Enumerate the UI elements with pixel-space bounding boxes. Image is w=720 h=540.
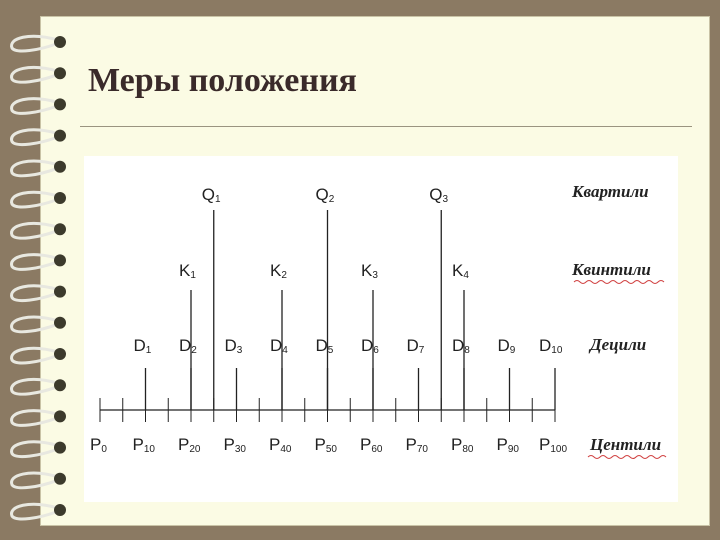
- binding-hole: [54, 316, 66, 329]
- binding-hole: [54, 504, 66, 516]
- centile-label: P40: [269, 435, 292, 455]
- spiral-ring: [10, 409, 59, 427]
- centile-label: P30: [224, 435, 247, 455]
- spiral-ring: [10, 66, 59, 84]
- decile-label: D1: [134, 336, 152, 356]
- spiral-ring: [10, 502, 59, 521]
- centile-label: P100: [539, 435, 567, 455]
- spellcheck-underline: [573, 280, 665, 284]
- binding-hole: [54, 129, 66, 142]
- spiral-ring: [10, 471, 59, 490]
- centile-label: P20: [178, 435, 201, 455]
- spiral-ring: [10, 378, 59, 396]
- binding-hole: [54, 192, 66, 204]
- row-label-quartiles: Квартили: [571, 182, 649, 201]
- decile-label: D4: [270, 336, 288, 356]
- decile-label: D7: [407, 336, 425, 356]
- binding-hole: [54, 348, 66, 360]
- decile-label: D2: [179, 336, 197, 356]
- quartile-label: Q3: [429, 185, 448, 205]
- title-divider: [80, 126, 692, 127]
- binding-hole: [54, 410, 66, 423]
- centile-label: P90: [497, 435, 520, 455]
- quintile-label: K3: [361, 261, 378, 281]
- binding-hole: [54, 223, 66, 236]
- row-label-centiles: Центили: [589, 435, 661, 454]
- centile-label: P50: [315, 435, 338, 455]
- centile-label: P10: [133, 435, 156, 455]
- decile-label: D6: [361, 336, 379, 356]
- quintile-label: K4: [452, 261, 469, 281]
- binding-hole: [54, 441, 66, 454]
- binding-hole: [54, 254, 66, 267]
- spiral-ring: [10, 284, 59, 303]
- binding-hole: [54, 67, 66, 80]
- page-title: Меры положения: [88, 62, 357, 99]
- diagram-panel: [84, 156, 678, 502]
- binding-hole: [54, 379, 66, 392]
- decile-label: D9: [498, 336, 516, 356]
- decile-label: D5: [316, 336, 334, 356]
- binding-hole: [54, 160, 66, 173]
- binding-hole: [54, 285, 66, 298]
- spiral-ring: [10, 346, 59, 365]
- decile-label: D8: [452, 336, 470, 356]
- quartile-label: Q1: [202, 185, 221, 205]
- spiral-ring: [10, 159, 59, 178]
- decile-label: D3: [225, 336, 243, 356]
- spiral-ring: [10, 315, 59, 334]
- binding-hole: [54, 472, 66, 485]
- spiral-ring: [10, 440, 59, 459]
- spiral-ring: [10, 34, 59, 53]
- binding-hole: [54, 36, 66, 48]
- spellcheck-underline: [587, 455, 667, 459]
- spiral-ring: [10, 253, 59, 271]
- binding-hole: [54, 98, 66, 111]
- quartile-label: Q2: [316, 185, 335, 205]
- spiral-ring: [10, 128, 59, 147]
- centile-label: P80: [451, 435, 474, 455]
- decile-label: D10: [539, 336, 563, 356]
- spiral-rings-icon: [10, 34, 66, 521]
- row-label-deciles: Децили: [588, 335, 646, 354]
- spiral-ring: [10, 190, 59, 209]
- spiral-ring: [10, 222, 59, 240]
- spiral-ring: [10, 97, 59, 115]
- centile-label: P0: [90, 435, 107, 455]
- row-label-quintiles: Квинтили: [571, 260, 651, 279]
- centile-label: P60: [360, 435, 383, 455]
- centile-label: P70: [406, 435, 429, 455]
- quintile-label: K1: [179, 261, 196, 281]
- quintile-label: K2: [270, 261, 287, 281]
